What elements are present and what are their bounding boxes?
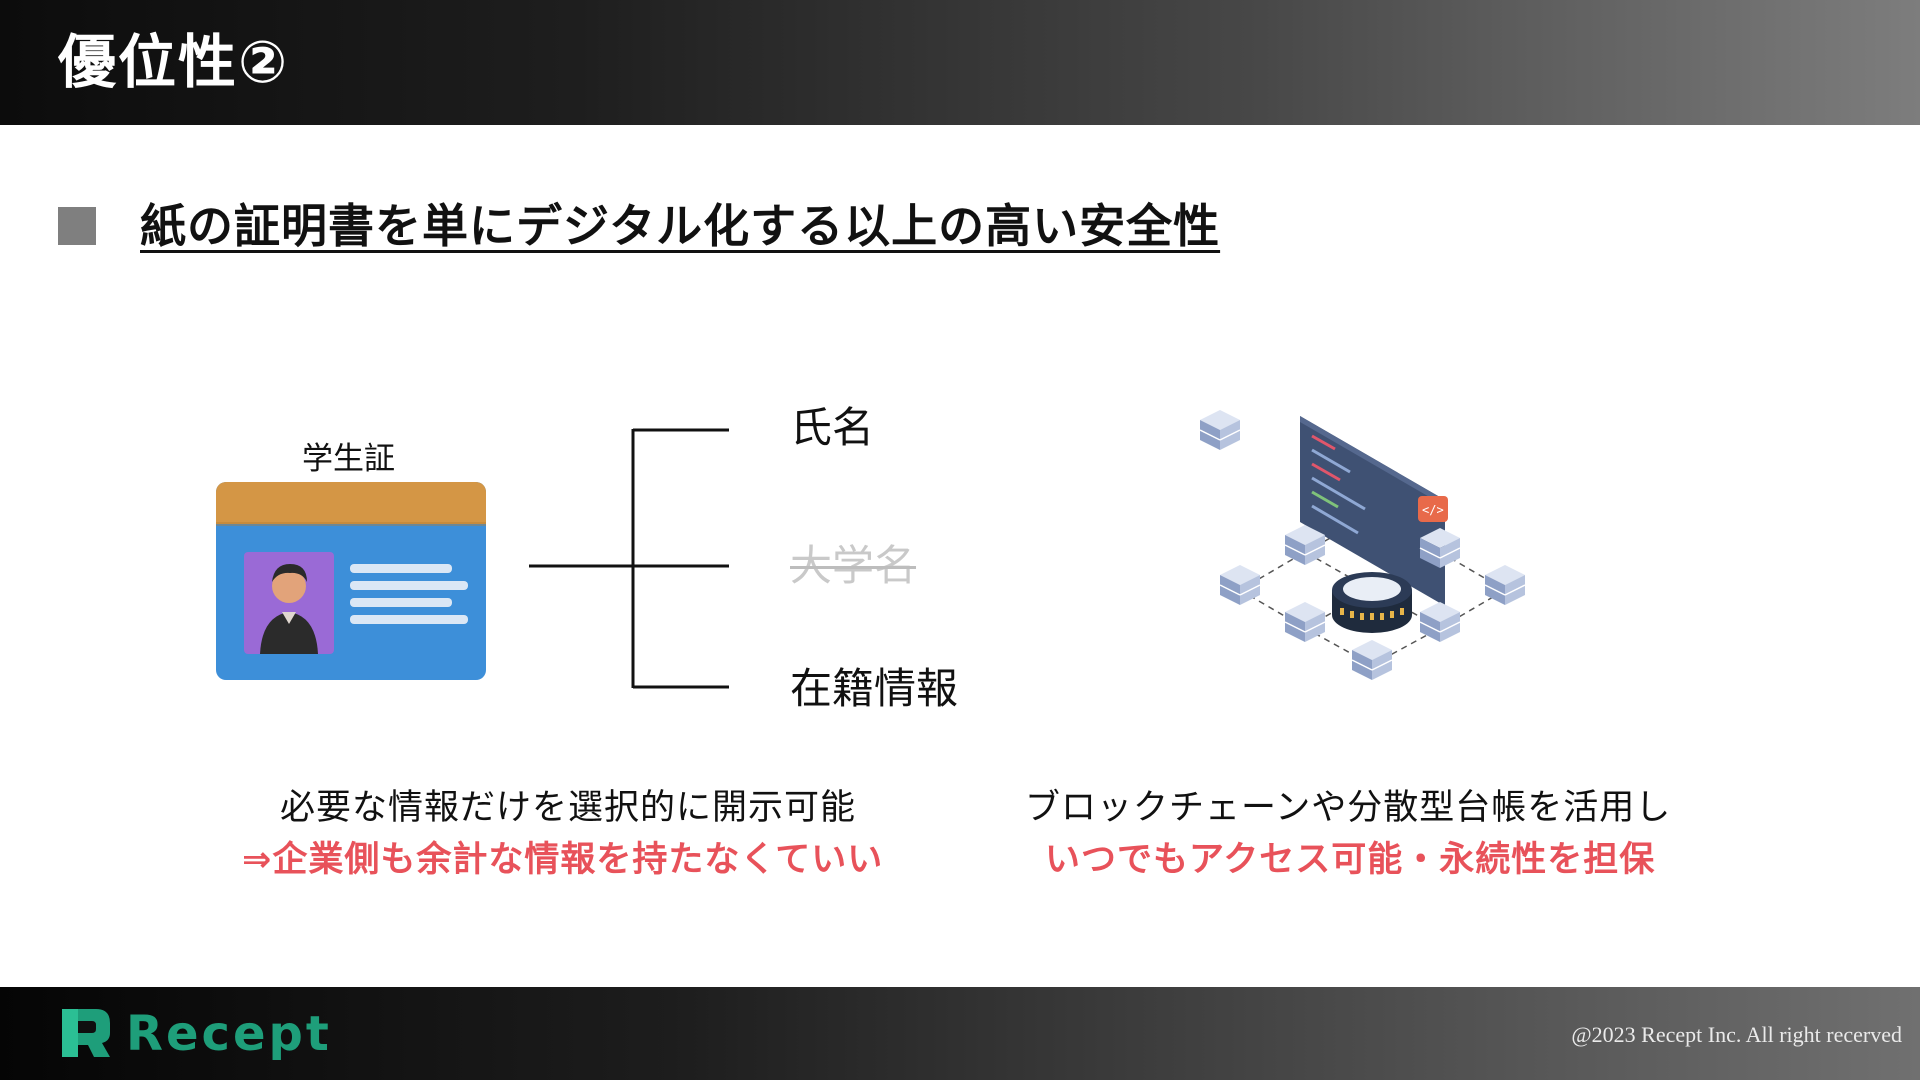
page-title: 優位性②: [58, 28, 290, 96]
caption-right-line2: いつでもアクセス可能・永続性を担保: [1045, 840, 1656, 880]
caption-left-line1: 必要な情報だけを選択的に開示可能: [280, 788, 857, 828]
header-bar: [0, 0, 1920, 125]
blockchain-network-icon: </>: [1200, 410, 1526, 681]
footer-bar: [0, 987, 1920, 1080]
student-id-card-icon: [216, 482, 486, 680]
logo-text: Recept: [126, 1006, 332, 1062]
copyright-text: @2023 Recept Inc. All right recerved: [1571, 1022, 1902, 1047]
section-subtitle: 紙の証明書を単にデジタル化する以上の高い安全性: [140, 199, 1221, 253]
square-bullet-icon: [58, 207, 96, 245]
field-university: 大学名: [790, 541, 917, 590]
card-title: 学生証: [302, 441, 395, 477]
recept-logo-icon: [62, 1009, 110, 1057]
svg-text:</>: </>: [1422, 503, 1444, 517]
tree-connector: [529, 428, 729, 689]
caption-left-line2: ⇒企業側も余計な情報を持たなくていい: [242, 840, 884, 880]
field-name: 氏名: [790, 403, 875, 452]
caption-right-line1: ブロックチェーンや分散型台帳を活用し: [1025, 788, 1672, 828]
field-enrollment: 在籍情報: [790, 664, 959, 713]
